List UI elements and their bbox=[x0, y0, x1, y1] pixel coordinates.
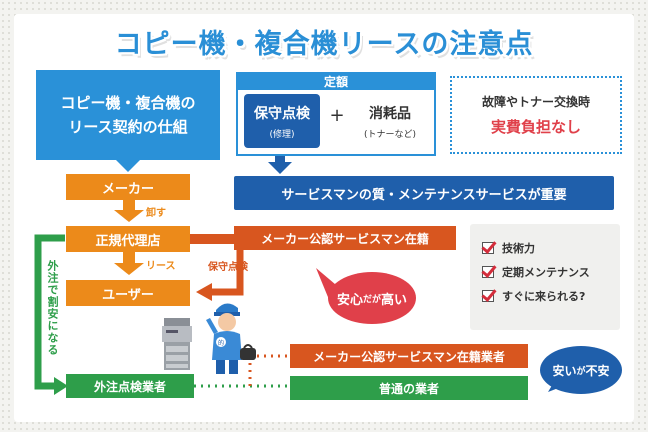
checklist-panel: 技術力 定期メンテナンス すぐに来られる? bbox=[470, 224, 620, 330]
consumables-sub: (トナーなど) bbox=[363, 129, 417, 140]
person-badge: 的 bbox=[218, 339, 224, 347]
outsource-label: 外注で割安になる bbox=[46, 260, 59, 356]
maker-box: メーカー bbox=[66, 174, 190, 200]
certified-vendor-box: メーカー公認サービスマン在籍業者 bbox=[290, 344, 528, 368]
arrow-shaft-lease bbox=[123, 252, 135, 264]
arrow-outsource-loop bbox=[34, 234, 65, 390]
check-item: 技術力 bbox=[482, 236, 620, 260]
consumables-label: 消耗品 bbox=[369, 105, 411, 122]
maintenance-box: 保守点検 (修理) bbox=[244, 94, 320, 148]
fixed-fee-header: 定額 bbox=[236, 72, 436, 90]
arrow-shaft-wholesale bbox=[123, 199, 135, 211]
user-box: ユーザー bbox=[66, 280, 190, 306]
maintenance-check-label: 保守点検 bbox=[208, 262, 248, 273]
serviceman-icon: 的 bbox=[206, 303, 256, 374]
no-cost-line2: 実費負担なし bbox=[490, 118, 581, 136]
maintenance-label: 保守点検 bbox=[254, 105, 310, 122]
reassuring-strong: 安心 bbox=[336, 292, 363, 308]
arrow-maintenance-to-banner bbox=[268, 162, 292, 174]
copier-icon bbox=[162, 318, 192, 370]
maintenance-sub: (修理) bbox=[269, 129, 295, 140]
checkbox-checked-icon bbox=[482, 290, 494, 302]
checkbox-checked-icon bbox=[482, 242, 494, 254]
check-item-label: 技術力 bbox=[502, 242, 535, 255]
contract-line1: コピー機・複合機の bbox=[60, 94, 196, 112]
normal-vendor-box: 普通の業者 bbox=[290, 376, 528, 400]
arrow-lease bbox=[114, 263, 144, 275]
maker-serviceman-box: メーカー公認サービスマン在籍 bbox=[234, 226, 456, 250]
outsource-vendor-box: 外注点検業者 bbox=[66, 374, 194, 398]
check-item-label: 定期メンテナンス bbox=[502, 266, 590, 279]
no-cost-box: 故障やトナー交換時 実費負担なし bbox=[450, 76, 622, 154]
reassuring-tail: 高い bbox=[381, 292, 408, 308]
page-title: コピー機・複合機リースの注意点 bbox=[114, 29, 534, 60]
no-cost-line1: 故障やトナー交換時 bbox=[481, 95, 590, 109]
wholesale-label: 卸す bbox=[146, 208, 166, 219]
plus-sign: + bbox=[329, 104, 345, 126]
check-item: 定期メンテナンス bbox=[482, 260, 620, 284]
reassuring-bubble: 安心 だが 高い bbox=[328, 272, 416, 324]
arrow-contract-to-maker bbox=[114, 158, 142, 172]
contract-box: コピー機・複合機の リース契約の仕組 bbox=[36, 70, 220, 160]
checkbox-checked-icon bbox=[482, 266, 494, 278]
arrow-wholesale bbox=[114, 210, 144, 222]
dealer-box: 正規代理店 bbox=[66, 226, 190, 252]
cheap-bubble: 安い が 不安 bbox=[540, 346, 622, 394]
contract-line2: リース契約の仕組 bbox=[68, 118, 188, 136]
arrow-shaft-maintenance bbox=[275, 150, 285, 164]
service-quality-banner: サービスマンの質・メンテナンスサービスが重要 bbox=[234, 176, 614, 210]
cheap-strong: 安い bbox=[552, 363, 577, 378]
arrow-head-outsource bbox=[54, 377, 68, 395]
cheap-small: が bbox=[576, 366, 586, 377]
consumables-box: 消耗品 (トナーなど) bbox=[350, 94, 430, 148]
cheap-tail: 不安 bbox=[585, 363, 610, 378]
lease-label: リース bbox=[146, 261, 176, 272]
arrow-head-maintenance-to-user bbox=[196, 283, 212, 301]
link-dealer-to-serviceman bbox=[190, 234, 235, 244]
arrow-maintenance-to-user bbox=[210, 250, 244, 296]
check-item-label: すぐに来られる? bbox=[502, 290, 586, 303]
check-item: すぐに来られる? bbox=[482, 284, 620, 308]
reassuring-small: だが bbox=[362, 294, 381, 305]
